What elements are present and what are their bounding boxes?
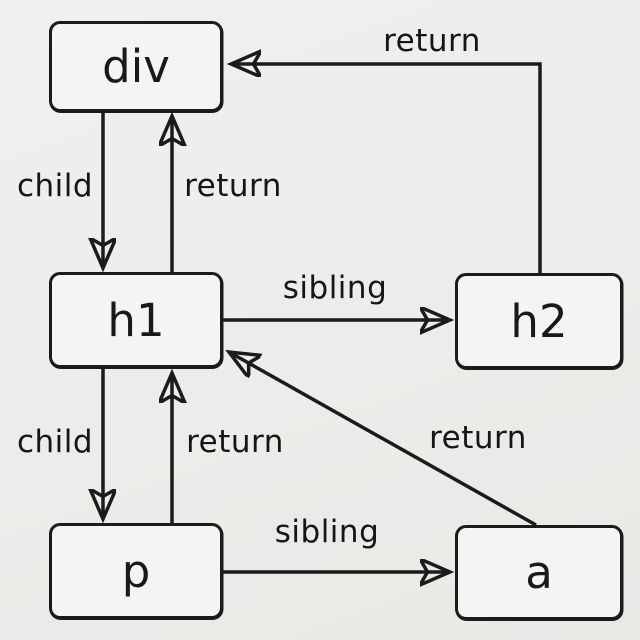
node-h1-label: h1: [107, 293, 165, 347]
arrow-h2-to-div-return: [231, 64, 542, 273]
node-p-label: p: [121, 544, 151, 598]
edge-label-h2-div-return: return: [383, 23, 481, 59]
edge-label-div-h1-child: child: [16, 168, 94, 204]
node-a: a: [455, 525, 623, 620]
edge-label-p-h1-return: return: [186, 424, 284, 460]
edge-label-a-h1-return: return: [429, 420, 527, 456]
edge-label-h1-p-child: child: [16, 424, 94, 460]
node-p: p: [49, 523, 223, 619]
node-div: div: [49, 21, 223, 112]
arrow-a-to-h1-return: [229, 352, 537, 527]
node-h1: h1: [49, 272, 223, 368]
edge-label-h1-h2-sibling: sibling: [282, 270, 388, 306]
node-a-label: a: [525, 546, 553, 599]
node-h2: h2: [455, 273, 623, 369]
edge-label-p-a-sibling: sibling: [274, 514, 380, 550]
node-div-label: div: [102, 40, 170, 93]
edge-label-h1-div-return: return: [184, 168, 282, 204]
node-h2-label: h2: [510, 294, 568, 348]
